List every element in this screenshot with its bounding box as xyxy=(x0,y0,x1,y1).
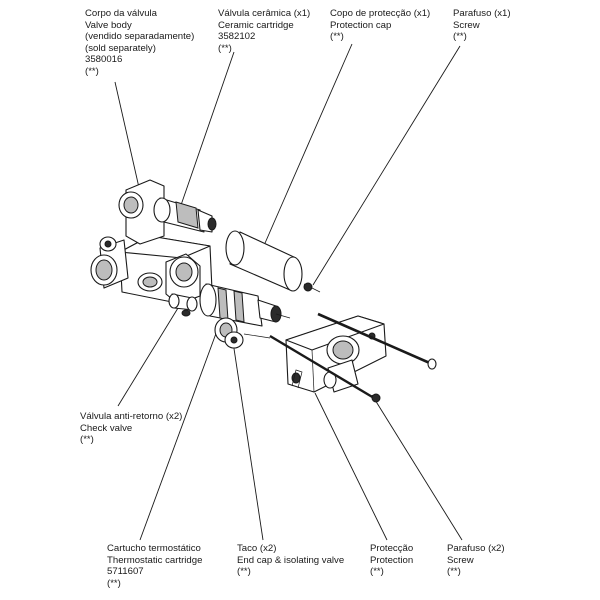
valve-body-callout: Corpo da válvula Valve body (vendido sep… xyxy=(85,8,194,78)
callout-line: (**) xyxy=(370,566,384,578)
callout-line: End cap & isolating valve xyxy=(237,554,345,566)
leader-ceramic-cartridge xyxy=(179,51,235,209)
protection-cap xyxy=(225,230,303,292)
callout-line: Screw xyxy=(447,554,474,566)
leader-protection xyxy=(314,392,388,541)
protection-cap-callout: Copo de protecção (x1) Protection cap (*… xyxy=(330,8,430,43)
protection-callout: Protecção Protection (**) xyxy=(370,543,413,578)
ceramic-cartridge-callout: Válvula cerâmica (x1) Ceramic cartridge … xyxy=(218,8,310,54)
leader-lines xyxy=(114,43,463,541)
callout-line: Screw xyxy=(453,19,480,31)
ceramic-cartridge xyxy=(153,197,217,233)
callout-line: Taco (x2) xyxy=(237,543,277,554)
callout-line: 5711607 xyxy=(107,566,144,578)
thermostatic-cartridge-callout: Cartucho termostático Thermostatic cartr… xyxy=(107,543,202,589)
callout-line: Protection xyxy=(370,554,414,566)
callout-line: (**) xyxy=(218,42,232,54)
screw-top xyxy=(303,282,321,293)
valve-body xyxy=(90,179,213,305)
callout-line: Ceramic cartridge xyxy=(218,19,294,31)
callout-line: 3582102 xyxy=(218,31,256,43)
leader-screw-top xyxy=(312,45,461,286)
callout-line: (vendido separadamente) xyxy=(85,31,195,43)
leader-end-cap xyxy=(232,341,264,541)
thermostatic-cartridge xyxy=(199,283,291,327)
callout-line: (**) xyxy=(107,577,121,589)
callout-line: Protecção xyxy=(370,543,414,554)
end-cap-isolating-valve xyxy=(214,317,271,349)
callout-line: Copo de protecção (x1) xyxy=(330,8,431,19)
callout-line: Cartucho termostático xyxy=(107,543,201,554)
callout-line: Parafuso (x2) xyxy=(447,543,505,554)
callout-line: Corpo da válvula xyxy=(85,8,157,19)
leader-protection-cap xyxy=(261,43,353,251)
check-valve-callout: Válvula anti-retorno (x2) Check valve (*… xyxy=(80,411,182,446)
leader-valve-body xyxy=(114,81,141,193)
callout-line: Válvula cerâmica (x1) xyxy=(218,8,311,19)
callout-line: Check valve xyxy=(80,422,133,434)
callout-line: Valve body xyxy=(85,19,132,31)
callout-line: (**) xyxy=(453,31,467,43)
leader-screw-bottom xyxy=(371,394,463,541)
callout-line: (**) xyxy=(85,65,99,77)
leader-check-valve xyxy=(117,307,179,407)
callout-line: 3580016 xyxy=(85,54,123,66)
callout-line: (**) xyxy=(330,31,344,43)
screw-bottom-callout: Parafuso (x2) Screw (**) xyxy=(447,543,505,578)
callout-line: Thermostatic cartridge xyxy=(107,554,203,566)
callout-line: (**) xyxy=(447,566,461,578)
callout-line: Parafuso (x1) xyxy=(453,8,511,19)
callout-line: Protection cap xyxy=(330,19,392,31)
screw-top-callout: Parafuso (x1) Screw (**) xyxy=(453,8,511,43)
callout-line: (**) xyxy=(237,566,251,578)
end-cap-callout: Taco (x2) End cap & isolating valve (**) xyxy=(237,543,344,578)
callout-line: Válvula anti-retorno (x2) xyxy=(80,411,183,422)
leader-thermostatic-cartridge xyxy=(139,327,219,541)
callout-line: (sold separately) xyxy=(85,42,156,54)
check-valve xyxy=(168,293,198,317)
callout-line: (**) xyxy=(80,434,94,446)
screw-bottom xyxy=(269,312,437,403)
